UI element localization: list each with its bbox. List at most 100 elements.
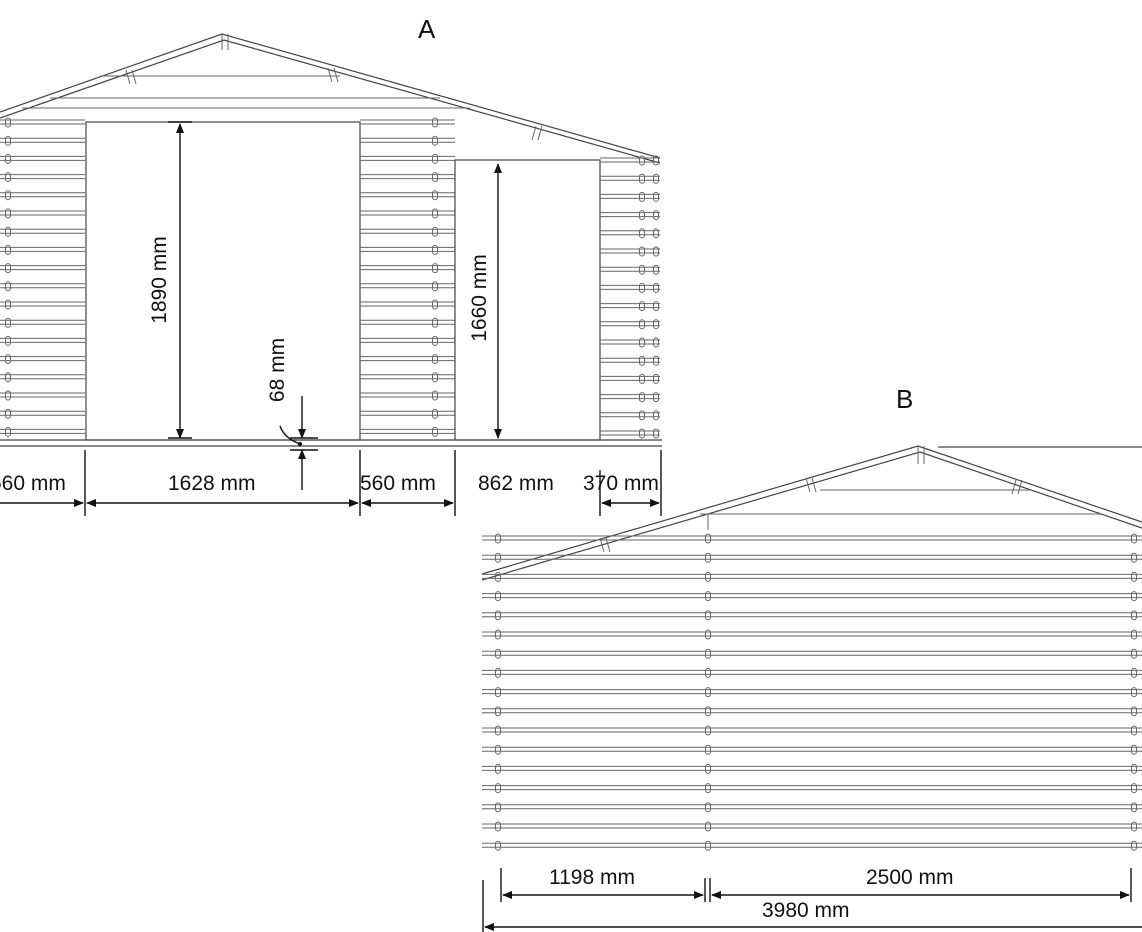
log-end <box>705 533 711 544</box>
wall-b <box>482 514 1142 851</box>
log-end <box>705 802 711 813</box>
log-end <box>639 301 645 312</box>
log-end <box>495 706 501 717</box>
log-end <box>705 763 711 774</box>
log-end <box>653 373 659 384</box>
log-end <box>5 281 11 292</box>
log-end <box>495 591 501 602</box>
log-end <box>495 802 501 813</box>
log-end <box>705 591 711 602</box>
threshold-label: 68 mm <box>266 338 289 402</box>
log-end <box>1131 783 1137 794</box>
log-end <box>705 667 711 678</box>
log-end <box>432 208 438 219</box>
log-end <box>432 317 438 328</box>
log-end <box>432 426 438 437</box>
log-end <box>5 299 11 310</box>
log-end <box>653 410 659 421</box>
log-end <box>432 135 438 146</box>
log-end <box>639 282 645 293</box>
log-end <box>495 667 501 678</box>
log-end <box>432 153 438 164</box>
log-end <box>495 648 501 659</box>
log-end <box>495 821 501 832</box>
log-end <box>5 317 11 328</box>
door-height-dimension: 1890 mm <box>148 121 192 439</box>
log-end <box>495 687 501 698</box>
roof-b <box>481 445 1142 581</box>
length-dimension-chain-b: 1198 mm 2500 mm 3980 mm <box>482 866 1142 932</box>
log-end <box>1131 821 1137 832</box>
log-end <box>432 172 438 183</box>
log-end <box>432 372 438 383</box>
elevation-b: B 1198 mm 2500 mm 3980 mm <box>481 384 1142 932</box>
log-end <box>705 725 711 736</box>
log-end <box>639 173 645 184</box>
log-end <box>1131 744 1137 755</box>
log-end <box>705 552 711 563</box>
log-end <box>432 281 438 292</box>
door-opening <box>85 121 361 441</box>
segment-left-label: 1198 mm <box>549 866 635 889</box>
log-end <box>1131 571 1137 582</box>
log-end <box>705 571 711 582</box>
segment-right-label: 2500 mm <box>866 866 954 889</box>
log-end <box>639 337 645 348</box>
log-end <box>432 263 438 274</box>
width-dimension-chain-a: 560 mm 1628 mm 560 mm 862 mm 370 mm <box>0 450 662 516</box>
log-end <box>705 706 711 717</box>
log-end <box>705 610 711 621</box>
log-end <box>653 264 659 275</box>
log-end <box>1131 763 1137 774</box>
log-end <box>705 783 711 794</box>
log-end <box>705 821 711 832</box>
log-end <box>653 210 659 221</box>
log-end <box>5 190 11 201</box>
log-end <box>639 410 645 421</box>
log-end <box>1131 591 1137 602</box>
log-end <box>432 190 438 201</box>
elevation-a: A 1890 mm <box>0 14 662 516</box>
log-end <box>639 155 645 166</box>
log-end <box>653 337 659 348</box>
door-width-label: 1628 mm <box>168 472 256 495</box>
log-end <box>639 373 645 384</box>
log-end <box>639 428 645 439</box>
log-end <box>495 840 501 851</box>
log-end <box>5 335 11 346</box>
log-end <box>1131 610 1137 621</box>
log-end <box>639 264 645 275</box>
log-end <box>495 725 501 736</box>
log-end <box>432 117 438 128</box>
log-end <box>653 155 659 166</box>
log-end <box>5 408 11 419</box>
log-end <box>653 191 659 202</box>
log-end <box>639 355 645 366</box>
wall-left-label: 560 mm <box>0 472 66 495</box>
log-end <box>5 354 11 365</box>
door-height-label: 1890 mm <box>148 236 171 324</box>
wall-right-label: 370 mm <box>583 472 659 495</box>
log-end <box>1131 840 1137 851</box>
log-end <box>495 744 501 755</box>
window-height-label: 1660 mm <box>468 254 491 342</box>
log-end <box>5 372 11 383</box>
log-end <box>639 319 645 330</box>
log-end <box>653 246 659 257</box>
wall-right-a <box>600 155 660 439</box>
view-b-label: B <box>896 384 913 414</box>
log-end <box>495 533 501 544</box>
log-end <box>639 210 645 221</box>
log-end <box>432 354 438 365</box>
log-end <box>1131 687 1137 698</box>
log-end <box>1131 725 1137 736</box>
log-end <box>653 319 659 330</box>
log-end <box>495 610 501 621</box>
log-end <box>5 153 11 164</box>
total-length-label: 3980 mm <box>762 899 850 922</box>
log-end <box>1131 706 1137 717</box>
log-end <box>1131 667 1137 678</box>
log-end <box>5 226 11 237</box>
threshold-dimension: 68 mm <box>266 338 318 490</box>
wall-left-a <box>0 117 85 437</box>
